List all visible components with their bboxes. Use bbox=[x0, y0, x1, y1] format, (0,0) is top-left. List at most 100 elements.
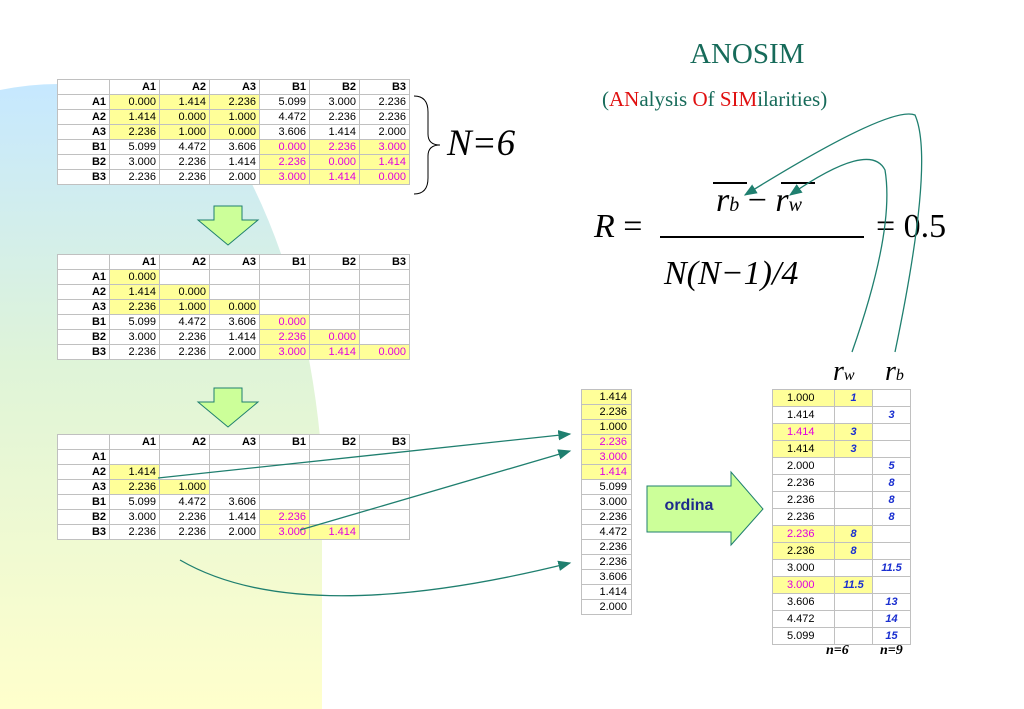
matrix-cell: 2.236 bbox=[159, 524, 210, 540]
column-value: 3.000 bbox=[581, 494, 632, 510]
row-header: B2 bbox=[57, 509, 110, 525]
matrix-cell-empty bbox=[359, 299, 410, 315]
arrow-column-a bbox=[157, 430, 572, 479]
matrix-cell: 3.000 bbox=[259, 169, 310, 185]
matrix-cell: 2.236 bbox=[109, 524, 160, 540]
column-row: 4.472 bbox=[581, 524, 632, 540]
title-anosim: ANOSIM bbox=[690, 38, 805, 70]
matrix-cell: 2.236 bbox=[309, 139, 360, 155]
rank-between: 14 bbox=[872, 610, 911, 628]
ranked-value: 2.236 bbox=[772, 474, 835, 492]
matrix-cell-empty bbox=[209, 479, 260, 495]
matrix-cell: 3.606 bbox=[209, 494, 260, 510]
arrow-rw bbox=[788, 158, 888, 353]
matrix-cell: 1.414 bbox=[309, 169, 360, 185]
matrix-cell: 2.236 bbox=[359, 109, 410, 125]
col-header: A1 bbox=[109, 434, 160, 450]
column-value: 4.472 bbox=[581, 524, 632, 540]
matrix-cell: 3.000 bbox=[259, 524, 310, 540]
ranked-value: 1.414 bbox=[772, 440, 835, 458]
matrix-cell: 3.606 bbox=[209, 139, 260, 155]
column-row: 2.236 bbox=[581, 404, 632, 420]
matrix-cell: 1.414 bbox=[109, 109, 160, 125]
col-header: B3 bbox=[359, 79, 410, 95]
matrix-cell-empty bbox=[209, 284, 260, 300]
matrix-cell: 3.000 bbox=[359, 139, 410, 155]
subtitle-analysis-of-similarities: (ANalysis Of SIMilarities) bbox=[602, 87, 828, 111]
rank-between: 8 bbox=[872, 491, 911, 509]
arrow-rb bbox=[743, 113, 923, 353]
rank-within bbox=[834, 559, 873, 577]
ordina-arrow-icon bbox=[646, 470, 764, 547]
col-header: B3 bbox=[359, 254, 410, 270]
row-header: A1 bbox=[57, 449, 110, 465]
ranked-row: 2.236 8 bbox=[772, 474, 911, 492]
matrix-cell: 2.236 bbox=[259, 154, 310, 170]
column-row: 3.000 bbox=[581, 449, 632, 465]
rb-header: rb bbox=[885, 356, 904, 387]
row-header: B3 bbox=[57, 524, 110, 540]
overline-rb bbox=[713, 182, 747, 184]
rank-between: 15 bbox=[872, 627, 911, 645]
col-header: A3 bbox=[209, 434, 260, 450]
rank-within bbox=[834, 474, 873, 492]
matrix-cell: 2.236 bbox=[109, 124, 160, 140]
matrix-cell: 0.000 bbox=[359, 344, 410, 360]
column-row: 2.236 bbox=[581, 434, 632, 450]
matrix-cell-empty bbox=[359, 464, 410, 480]
rank-within bbox=[834, 627, 873, 645]
rank-between: 8 bbox=[872, 474, 911, 492]
row-header: A3 bbox=[57, 479, 110, 495]
fraction-line bbox=[660, 236, 864, 238]
arrow-column-c bbox=[179, 559, 572, 597]
col-header: B3 bbox=[359, 434, 410, 450]
matrix-cell: 1.000 bbox=[159, 299, 210, 315]
matrix-cell: 1.000 bbox=[209, 109, 260, 125]
rank-within bbox=[834, 457, 873, 475]
rank-between: 11.5 bbox=[872, 559, 911, 577]
matrix-cell-empty bbox=[359, 524, 410, 540]
column-row: 1.000 bbox=[581, 419, 632, 435]
matrix-cell: 5.099 bbox=[109, 314, 160, 330]
col-header: B1 bbox=[259, 434, 310, 450]
arrow-column-b bbox=[299, 449, 572, 531]
matrix-cell: 0.000 bbox=[159, 284, 210, 300]
ordina-label: ordina bbox=[664, 497, 714, 514]
column-value: 3.000 bbox=[581, 449, 632, 465]
matrix-cell-empty bbox=[209, 449, 260, 465]
matrix-cell-empty bbox=[359, 494, 410, 510]
ranked-value: 2.236 bbox=[772, 491, 835, 509]
rank-between bbox=[872, 423, 911, 441]
matrix-cell: 2.236 bbox=[159, 169, 210, 185]
matrix-cell: 0.000 bbox=[259, 139, 310, 155]
matrix-cell: 2.000 bbox=[209, 524, 260, 540]
matrix-cell: 2.000 bbox=[209, 344, 260, 360]
column-row: 2.236 bbox=[581, 509, 632, 525]
matrix-cell: 3.000 bbox=[109, 509, 160, 525]
matrix-cell: 3.000 bbox=[259, 344, 310, 360]
ranked-value: 2.236 bbox=[772, 508, 835, 526]
column-value: 1.000 bbox=[581, 419, 632, 435]
ranked-value: 2.236 bbox=[772, 542, 835, 560]
matrix-cell: 2.236 bbox=[159, 509, 210, 525]
column-row: 3.000 bbox=[581, 494, 632, 510]
matrix-cell-empty bbox=[309, 494, 360, 510]
matrix-cell: 2.236 bbox=[109, 299, 160, 315]
matrix-cell: 1.414 bbox=[109, 284, 160, 300]
row-header: B2 bbox=[57, 154, 110, 170]
rw-header: rw bbox=[833, 356, 855, 387]
col-header: B2 bbox=[309, 254, 360, 270]
matrix-cell: 2.236 bbox=[159, 344, 210, 360]
